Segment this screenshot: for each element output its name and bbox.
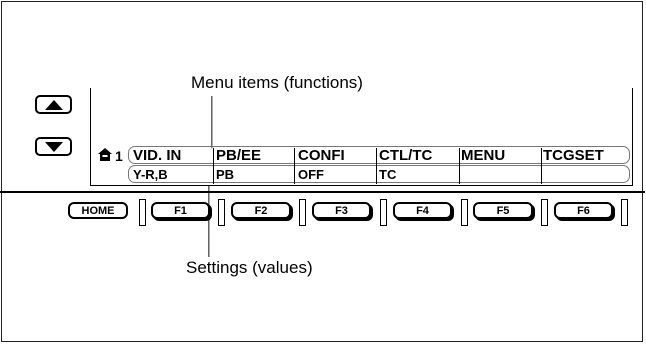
- cell-divider: [459, 148, 460, 184]
- page-number: 1: [115, 148, 123, 164]
- key-separator: [380, 199, 387, 226]
- menu-items-label: Menu items (functions): [191, 73, 363, 92]
- f1-button[interactable]: F1: [151, 202, 210, 219]
- screen-left-edge: [90, 88, 91, 185]
- screen-right-edge: [632, 88, 633, 185]
- setting-value-1: Y-R,B: [133, 167, 168, 182]
- f5-button[interactable]: F5: [473, 202, 533, 219]
- menu-items-row: [128, 146, 630, 164]
- setting-value-3: OFF: [298, 167, 324, 182]
- menu-item-tcgset: TCGSET: [543, 147, 604, 164]
- menu-item-confi: CONFI: [298, 147, 345, 164]
- cell-divider: [213, 148, 214, 184]
- cell-divider: [541, 148, 542, 184]
- triangle-down-icon: [44, 141, 63, 152]
- f2-button[interactable]: F2: [231, 202, 291, 219]
- menu-items-leader: [211, 96, 213, 148]
- menu-item-ctl-tc: CTL/TC: [379, 147, 433, 164]
- key-separator: [461, 199, 468, 226]
- key-separator: [139, 199, 146, 226]
- setting-value-2: PB: [216, 167, 235, 182]
- key-separator: [218, 199, 225, 226]
- panel-divider: [0, 191, 645, 193]
- f6-button[interactable]: F6: [554, 202, 613, 219]
- cell-divider: [376, 148, 377, 184]
- settings-label: Settings (values): [186, 258, 313, 277]
- screen-bottom-edge: [90, 185, 633, 186]
- home-button[interactable]: HOME: [68, 202, 128, 219]
- key-separator: [541, 199, 548, 226]
- key-separator: [621, 199, 628, 226]
- cell-divider: [294, 148, 295, 184]
- settings-row: [128, 165, 630, 183]
- menu-item-pb-ee: PB/EE: [216, 147, 262, 164]
- triangle-up-icon: [44, 99, 63, 110]
- f3-button[interactable]: F3: [312, 202, 371, 219]
- key-separator: [299, 199, 306, 226]
- scroll-down-button[interactable]: [35, 137, 72, 156]
- setting-value-4: TC: [379, 167, 397, 182]
- settings-leader: [208, 186, 210, 257]
- scroll-up-button[interactable]: [35, 95, 72, 114]
- home-lock-icon: [98, 148, 112, 161]
- f4-button[interactable]: F4: [393, 202, 452, 219]
- menu-item-menu: MENU: [461, 147, 506, 164]
- menu-item-vid-in: VID. IN: [133, 147, 182, 164]
